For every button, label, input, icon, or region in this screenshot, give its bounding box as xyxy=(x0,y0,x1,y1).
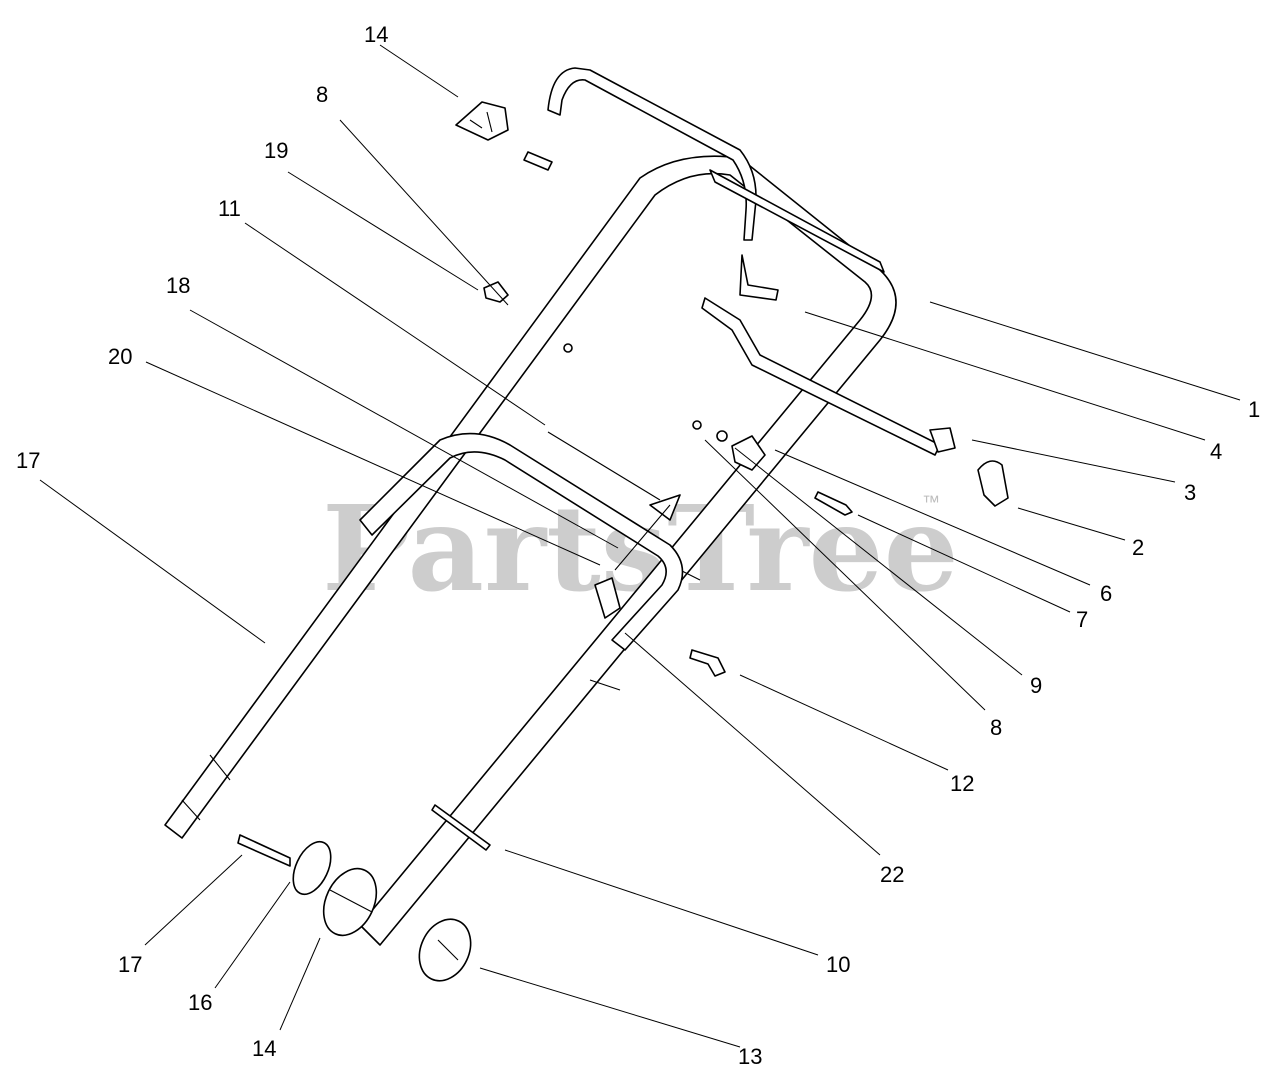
part-6-cam xyxy=(731,435,766,471)
callout-12: 12 xyxy=(950,771,974,796)
callout-18: 17 xyxy=(16,448,40,473)
lower-handle xyxy=(359,432,684,651)
callout-11: 11 xyxy=(218,196,241,221)
callout-14: 14 xyxy=(252,1036,276,1061)
callout-21: 20 xyxy=(108,344,132,369)
part-21-block xyxy=(594,577,621,619)
callout-16: 16 xyxy=(188,990,212,1015)
watermark-trademark: ™ xyxy=(922,492,940,512)
callout-1: 1 xyxy=(1248,397,1260,422)
part-9-washer xyxy=(716,430,728,442)
part-8-washer xyxy=(692,420,702,430)
part-8-nut-upper xyxy=(563,343,573,353)
callout-5: 14 xyxy=(364,22,388,47)
part-10-rod xyxy=(431,804,491,851)
part-5-bracket xyxy=(455,101,553,171)
callout-8-upper: 8 xyxy=(316,82,328,107)
callout-10: 10 xyxy=(826,952,850,977)
callout-9: 9 xyxy=(1030,673,1042,698)
part-13-cap xyxy=(418,918,472,982)
callout-labels: 14 8 19 11 18 20 17 1 4 3 2 6 7 9 8 12 2… xyxy=(16,22,1260,1069)
callout-4: 4 xyxy=(1210,439,1222,464)
part-17-bolt xyxy=(237,834,291,867)
callout-22: 22 xyxy=(880,862,904,887)
part-12-pin xyxy=(689,649,726,677)
callout-3: 3 xyxy=(1184,480,1196,505)
callout-7: 7 xyxy=(1076,607,1088,632)
callout-6: 6 xyxy=(1100,581,1112,606)
part-11-cable xyxy=(547,431,661,501)
part-7-bolt xyxy=(814,491,853,516)
callout-13: 13 xyxy=(738,1044,762,1069)
part-19-cable-end xyxy=(649,494,681,521)
part-2-knob xyxy=(977,460,1009,507)
part-3-clip xyxy=(929,427,956,453)
callout-2: 2 xyxy=(1132,535,1144,560)
part-16-washer xyxy=(292,840,332,896)
control-bail xyxy=(547,67,941,456)
callout-17: 17 xyxy=(118,952,142,977)
callout-8-lower: 8 xyxy=(990,715,1002,740)
leader-lines xyxy=(39,44,1241,1048)
callout-19: 18 xyxy=(166,273,190,298)
callout-20: 19 xyxy=(264,138,288,163)
